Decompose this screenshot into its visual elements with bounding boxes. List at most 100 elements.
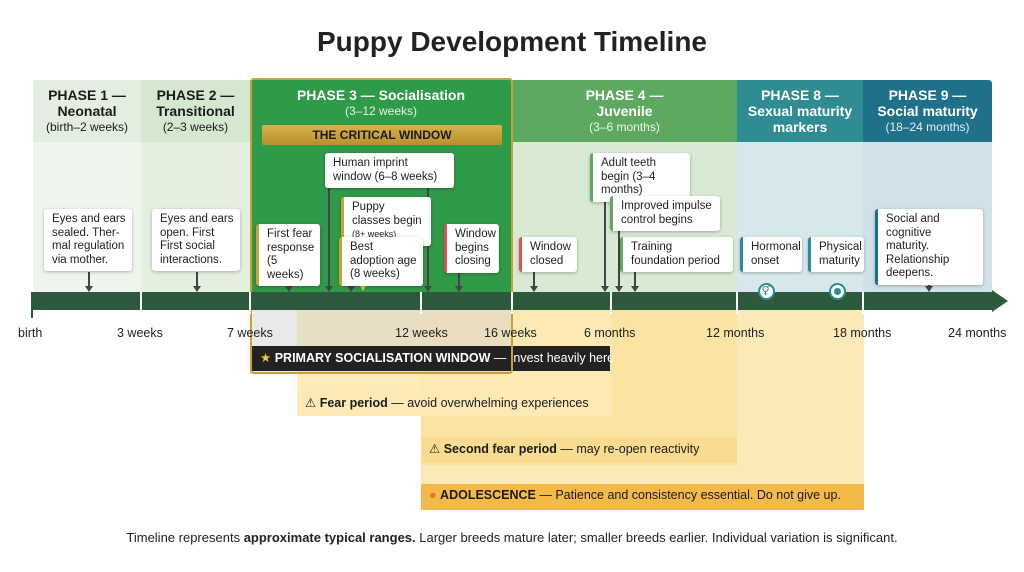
timeline-label-12-weeks: 12 weeks <box>395 326 448 340</box>
bone-icon-core <box>834 288 841 295</box>
hormone-icon: ⚥ <box>758 283 775 300</box>
pointer-arrow <box>193 286 201 292</box>
primary-window-label: PRIMARY SOCIALISATION WINDOW <box>274 351 491 365</box>
callout-window-closed: Window closed <box>519 237 577 272</box>
footer-text-2: Larger breeds mature later; smaller bree… <box>415 530 898 545</box>
phase-2-header: PHASE 2 — Transitional (2–3 weeks) <box>141 80 250 142</box>
timeline-label-birth: birth <box>18 326 43 340</box>
timeline-arrow-icon <box>992 290 1008 312</box>
phase-3-header: PHASE 3 — Socialisation (3–12 weeks) <box>250 80 512 142</box>
pointer-arrow <box>925 286 933 292</box>
timeline-label-7-weeks: 7 weeks <box>227 326 273 340</box>
phase-2-range: (2–3 weeks) <box>162 120 229 134</box>
phase-1-range: (birth–2 weeks) <box>45 120 129 134</box>
footer-note: Timeline represents approximate typical … <box>0 530 1024 545</box>
callout-hormonal-onset: Hormonal onset <box>740 237 802 272</box>
timeline-tick <box>511 292 513 314</box>
pointer <box>634 272 636 286</box>
timeline-tick <box>736 292 738 314</box>
gold-arrow-icon <box>359 284 367 291</box>
pointer-arrow <box>631 286 639 292</box>
callout-human-imprint: Human imprint window (6–8 weeks) <box>325 153 454 188</box>
phase-1-title: PHASE 1 — <box>48 87 126 103</box>
callout-adult-teeth: Adult teeth begin (3–4 months) <box>590 153 690 202</box>
page-title: Puppy Development Timeline <box>316 26 708 57</box>
phase-9-range: (18–24 months) <box>885 120 970 134</box>
pointer <box>196 272 198 286</box>
callout-social-maturity: Social and cognitive maturity. Relations… <box>875 209 983 285</box>
phase-4-name: Juvenile <box>596 103 653 119</box>
timeline-tick <box>420 292 422 314</box>
warning-icon: ⚠ <box>429 442 441 456</box>
pointer-arrow <box>85 286 93 292</box>
timeline-tick <box>610 292 612 314</box>
second-fear-label: Second fear period <box>443 442 557 456</box>
callout-impulse-control: Improved impulse control begins <box>610 196 720 231</box>
footer-text-1: Timeline represents <box>126 530 244 545</box>
phase-1-name: Neonatal <box>57 103 117 119</box>
puppy-classes-text: Puppy classes begin <box>352 201 422 227</box>
pointer-arrow <box>424 286 432 292</box>
callout-transitional: Eyes and ears open. First First social i… <box>152 209 240 271</box>
pointer-arrow <box>615 286 623 292</box>
phase-4-header: PHASE 4 — Juvenile (3–6 months) <box>512 80 737 142</box>
pointer-arrow <box>285 286 293 292</box>
timeline-label-24-months: 24 months <box>948 326 1007 340</box>
pointer <box>533 272 535 286</box>
critical-window-banner: THE CRITICAL WINDOW <box>262 125 502 145</box>
phase-3-title: PHASE 3 — Socialisation <box>296 87 466 103</box>
timeline-tick <box>249 292 251 314</box>
timeline-label-16-weeks: 16 weeks <box>484 326 537 340</box>
phase-8-name-2: markers <box>772 119 828 135</box>
flame-icon: ● <box>429 488 437 502</box>
phase-4-title: PHASE 4 — <box>585 87 664 103</box>
pointer <box>618 230 620 286</box>
callout-window-closing: Window begins closing <box>444 224 499 273</box>
timeline-tick <box>31 292 33 318</box>
adolescence-label: ADOLESCENCE <box>440 488 536 502</box>
timeline-label-12-months: 12 months <box>706 326 765 340</box>
phase-3-range: (3–12 weeks) <box>344 104 418 118</box>
pointer-arrow <box>601 286 609 292</box>
phase-9-header: PHASE 9 — Social maturity (18–24 months) <box>863 80 992 142</box>
phase-4-range: (3–6 months) <box>589 120 660 134</box>
phase-1-header: PHASE 1 — Neonatal (birth–2 weeks) <box>33 80 141 142</box>
timeline-tick <box>862 292 864 314</box>
callout-physical-maturity: Physical maturity <box>808 237 864 272</box>
second-fear-note: — may re-open reactivity <box>556 442 700 456</box>
timeline-label-18-months: 18 months <box>833 326 892 340</box>
fear-period: ⚠ Fear period — avoid overwhelming exper… <box>297 391 611 416</box>
star-icon: ★ <box>260 351 272 365</box>
phase-8-name: Sexual maturity <box>747 103 853 119</box>
pointer <box>458 272 460 286</box>
pointer-arrow <box>455 286 463 292</box>
fear-period-note: — avoid overwhelming experiences <box>387 396 589 410</box>
pointer-arrow <box>325 286 333 292</box>
second-fear-period: ⚠ Second fear period — may re-open react… <box>421 437 737 463</box>
warning-icon: ⚠ <box>305 396 317 410</box>
adolescence-period: ● ADOLESCENCE — Patience and consistency… <box>421 484 864 510</box>
puppy-classes-age: (8+ weeks) <box>352 229 397 239</box>
adolescence-note: — Patience and consistency essential. Do… <box>535 488 841 502</box>
primary-window-note: — Invest heavily here <box>490 351 615 365</box>
phase-8-title: PHASE 8 — <box>761 87 839 103</box>
callout-neonatal: Eyes and ears sealed. Ther-mal regulatio… <box>44 209 132 271</box>
phase-9-title: PHASE 9 — <box>888 87 967 103</box>
timeline-label-3-weeks: 3 weeks <box>117 326 163 340</box>
callout-best-adoption: Best adoption age (8 weeks) <box>339 237 423 286</box>
pointer <box>604 188 606 286</box>
fear-period-label: Fear period <box>319 396 388 410</box>
footer-text-bold: approximate typical ranges. <box>243 530 416 545</box>
pointer-arrow <box>347 286 355 292</box>
timeline-tick <box>140 292 142 314</box>
phase-8-header: PHASE 8 — Sexual maturity markers <box>737 80 863 142</box>
primary-socialisation-window: ★ PRIMARY SOCIALISATION WINDOW — Invest … <box>252 346 614 371</box>
callout-first-fear: First fear response (5 weeks) <box>256 224 320 286</box>
phase-2-name: Transitional <box>156 103 235 119</box>
timeline-label-6-months: 6 months <box>584 326 636 340</box>
pointer <box>88 272 90 286</box>
callout-training-foundation: Training foundation period <box>620 237 733 272</box>
phase-2-title: PHASE 2 — <box>156 87 235 103</box>
phase-3-border <box>250 78 513 374</box>
phase-9-name: Social maturity <box>877 103 978 119</box>
